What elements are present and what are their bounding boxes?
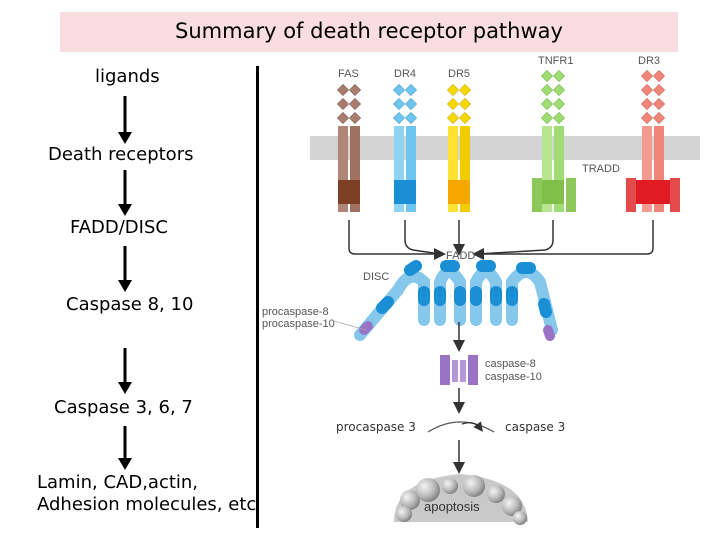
flow-step-caspase-3-6-7: Caspase 3, 6, 7 [54,397,193,418]
receptor-tnfr1 [532,69,576,212]
caspase-3-label: caspase 3 [505,420,565,434]
receptor-label-dr5: DR5 [448,68,470,80]
flow-step-caspase-8-10: Caspase 8, 10 [66,294,194,315]
active-caspase-8-10 [440,355,478,385]
procaspase-leader-line [329,319,367,331]
fadd-label: FADD [446,250,475,262]
flow-step-substrates: Lamin, CAD,actin, Adhesion molecules, et… [37,472,256,516]
procaspase-10-label: procaspase-10 [262,318,335,330]
flow-step-death-receptors: Death receptors [48,144,194,165]
flow-step-substrates-line2: Adhesion molecules, etc [37,494,257,515]
flow-step-fadd-disc: FADD/DISC [70,217,168,238]
receptor-dr4 [392,83,418,212]
receptor-dr3 [626,69,680,212]
flow-arrowhead-3 [118,280,132,292]
procaspase3-to-caspase3-curve [427,421,495,433]
receptor-fas [336,83,362,212]
procaspase-8-label: procaspase-8 [262,306,329,318]
title-banner: Summary of death receptor pathway [60,12,678,52]
receptor-label-fas: FAS [338,68,359,80]
flow-arrows [118,96,132,470]
cell-membrane [310,136,700,160]
disc-complex [354,260,558,341]
flow-step-substrates-line1: Lamin, CAD,actin, [37,472,199,493]
vertical-divider [256,66,259,528]
flow-arrowhead-2 [118,204,132,216]
page-title: Summary of death receptor pathway [175,19,563,43]
tradd-label: TRADD [582,163,620,175]
flow-arrowhead-5 [118,458,132,470]
flow-arrowhead-1 [118,132,132,144]
receptor-labels: FAS DR4 DR5 TNFR1 DR3 [338,55,660,80]
receptor-to-fadd-connectors [348,220,654,260]
receptor-label-dr3: DR3 [638,55,660,67]
apoptosis-label: apoptosis [424,499,480,514]
disc-label: DISC [363,271,389,283]
receptor-label-dr4: DR4 [394,68,416,80]
flow-step-ligands: ligands [95,66,160,87]
flow-arrowhead-4 [118,382,132,394]
caspase-10-label: caspase-10 [485,371,542,383]
caspase-8-label: caspase-8 [485,358,536,370]
caspase3-activation-arrow [461,421,483,432]
procaspase-3-label: procaspase 3 [336,420,416,434]
receptor-label-tnfr1: TNFR1 [538,55,573,67]
receptor-dr5 [446,83,472,212]
apoptotic-cell [394,474,528,525]
